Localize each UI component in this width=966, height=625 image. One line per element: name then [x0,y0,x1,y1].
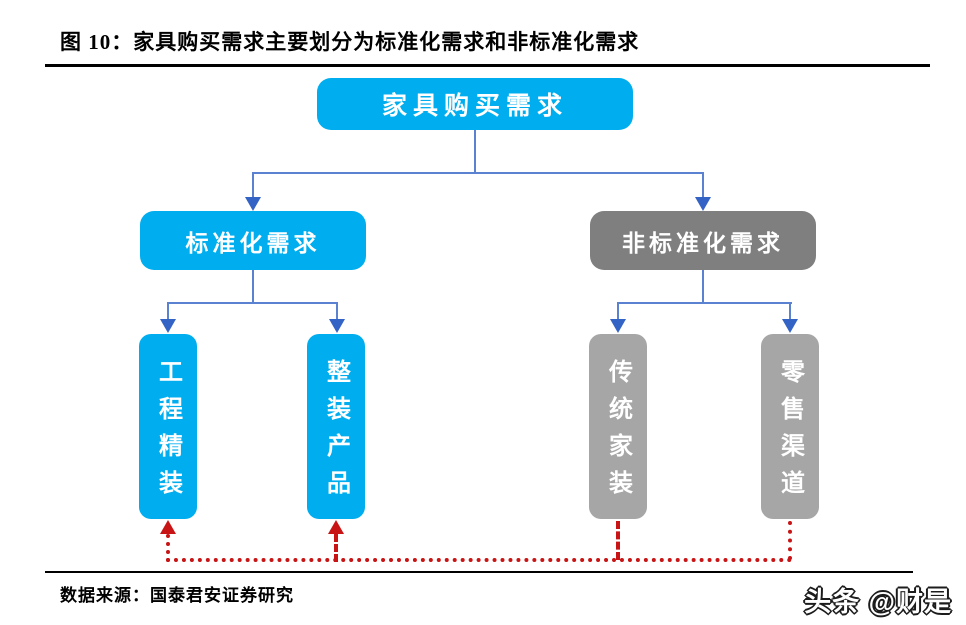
red-line-up-engineering [166,534,170,562]
node-label: 非标准化需求 [622,229,784,256]
node-label: 传统家装 [604,359,632,507]
red-feedback-crossbar [166,558,792,562]
node-retail-channel: 零售渠道 [761,334,819,519]
node-label: 家具购买需求 [381,92,568,120]
connector-nonstandardized-stem [702,270,704,304]
node-label: 标准化需求 [185,229,321,256]
connector-root-stem [474,130,476,173]
watermark-toutiao-caishi: 头条 @财是 [804,587,952,617]
connector-right-drop [702,172,704,198]
node-label: 整装产品 [322,359,350,507]
connector-retail-drop [789,302,791,320]
connector-root-crossbar [252,172,704,174]
node-label: 零售渠道 [776,359,804,507]
title-divider-line [45,64,930,67]
arrowhead-to-engineering [160,319,176,333]
connector-engineering-drop [167,302,169,320]
connector-left-drop [252,172,254,198]
arrowhead-to-nonstandardized [695,197,711,211]
node-whole-package-products: 整装产品 [307,334,365,519]
node-furniture-demand: 家具购买需求 [317,78,633,130]
node-label: 工程精装 [154,359,182,507]
red-line-down-retail [788,521,792,560]
arrowhead-to-retail [782,319,798,333]
node-traditional-home-decoration: 传统家装 [589,334,647,519]
bottom-divider-line [45,571,913,573]
arrowhead-to-wholepkg [329,319,345,333]
figure-title: 图 10：家具购买需求主要划分为标准化需求和非标准化需求 [60,30,640,54]
red-arrowhead-into-wholepkg [328,520,344,534]
connector-traditional-drop [617,302,619,320]
source-caption: 数据来源：国泰君安证券研究 [60,586,294,605]
node-nonstandardized-demand: 非标准化需求 [590,211,816,270]
node-engineering-decoration: 工程精装 [139,334,197,519]
arrowhead-to-standardized [245,197,261,211]
node-standardized-demand: 标准化需求 [140,211,366,270]
connector-wholepkg-drop [336,302,338,320]
red-arrowhead-into-engineering [160,520,176,534]
connector-nonstandardized-crossbar [617,302,792,304]
red-line-up-wholepkg [334,534,338,562]
arrowhead-to-traditional [610,319,626,333]
connector-standardized-crossbar [167,302,338,304]
connector-standardized-stem [252,270,254,304]
red-line-down-traditional [616,521,620,560]
